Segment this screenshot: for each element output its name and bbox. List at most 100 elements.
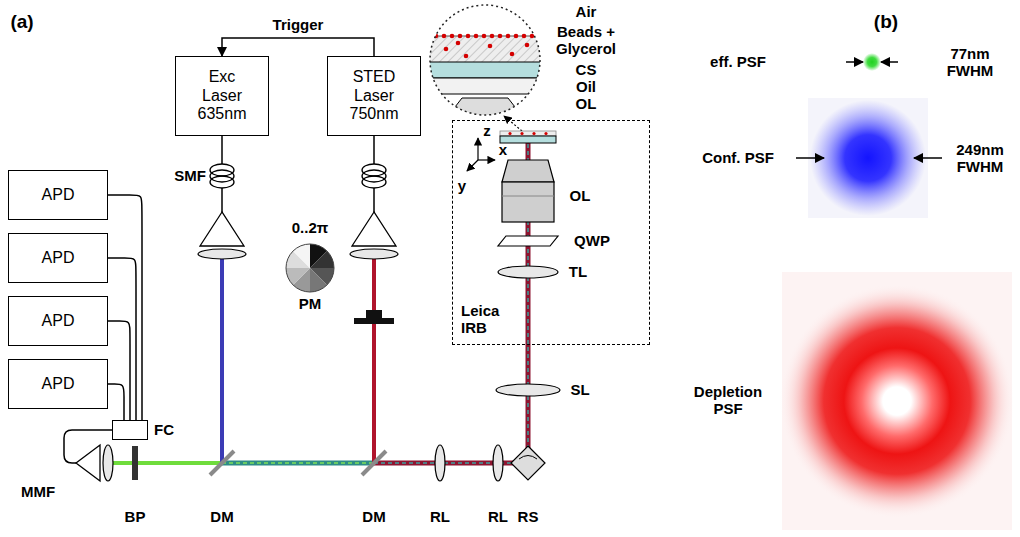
fiber-coupler: FC — [112, 420, 148, 440]
microscope-optics — [532, 132, 535, 135]
component-label: RS — [518, 509, 539, 526]
microscope-optics — [478, 159, 495, 160]
single-mode-fiber — [198, 136, 398, 259]
psf-name: eff. PSF — [710, 54, 766, 71]
sample-inset — [490, 34, 495, 39]
fiber-label: SMF — [174, 168, 206, 185]
sample-inset — [448, 98, 522, 116]
phase-range: 0..2π — [292, 220, 329, 237]
sample-inset — [464, 54, 469, 59]
psf-images — [914, 157, 942, 159]
edge-label: Trigger — [273, 17, 324, 34]
laser-beam — [110, 461, 222, 465]
detector-box: APD — [8, 233, 108, 283]
sample-inset — [514, 34, 519, 39]
psf-width: 249nm FWHM — [950, 142, 1010, 175]
layer-label: Air — [576, 4, 597, 21]
detector-box: APD — [8, 359, 108, 409]
fiber-label: MMF — [21, 484, 55, 501]
phase-mask — [293, 244, 310, 268]
psf-images — [846, 61, 863, 63]
sample-inset — [442, 34, 447, 39]
component-label: RL — [430, 509, 450, 526]
microscope-optics — [544, 132, 547, 135]
coupler-name: FC — [154, 421, 174, 438]
phase-mask — [310, 251, 334, 268]
axis-label: x — [499, 142, 507, 159]
laser-name: Exc Laser 635nm — [191, 68, 253, 123]
component-label: SL — [570, 382, 589, 399]
single-mode-fiber — [221, 188, 223, 212]
microscope-optics — [500, 131, 556, 136]
psf-images — [863, 53, 881, 71]
psf-images — [881, 61, 898, 63]
component-label: BP — [125, 509, 146, 526]
microscope-name: Leica IRB — [461, 302, 511, 337]
axis-label: z — [483, 123, 491, 140]
sample-inset — [425, 78, 545, 94]
psf-width: 77nm FWHM — [942, 46, 998, 79]
sample-inset — [425, 0, 545, 120]
component-label: DM — [210, 509, 233, 526]
sample-inset — [522, 34, 527, 39]
detector-name: APD — [42, 186, 75, 204]
panel-letter: (a) — [10, 12, 33, 33]
microscope-optics — [467, 131, 560, 396]
detector-name: APD — [42, 312, 75, 330]
microscope-optics — [502, 182, 554, 222]
single-mode-fiber — [373, 188, 375, 212]
microscope-optics — [520, 132, 523, 135]
laser-beam — [374, 461, 528, 466]
sample-inset — [425, 0, 545, 120]
laser-name: STED Laser 750nm — [343, 68, 405, 123]
microscope-optics — [496, 384, 560, 396]
fiber-line — [108, 195, 142, 420]
component-label: TL — [569, 264, 587, 281]
phase-mask — [354, 318, 394, 324]
layer-label: Oil — [576, 79, 596, 96]
psf-images — [808, 98, 928, 218]
sample-inset — [458, 34, 463, 39]
microscope-optics — [498, 236, 558, 246]
sample-inset — [474, 34, 479, 39]
single-mode-fiber — [352, 212, 396, 246]
sample-inset — [498, 34, 503, 39]
layer-label: Beads + Glycerol — [549, 24, 623, 57]
microscope-optics — [500, 136, 556, 143]
phase-mask — [286, 268, 310, 285]
detection-optics — [362, 451, 386, 475]
laser-beam — [110, 143, 528, 463]
trigger-line — [222, 38, 374, 56]
phase-mask — [366, 310, 382, 318]
layer-label: CS — [576, 62, 597, 79]
phase-mask — [286, 244, 394, 324]
laser-beam — [374, 462, 528, 464]
single-mode-fiber — [198, 249, 246, 259]
psf-name: Conf. PSF — [702, 150, 774, 167]
sample-inset — [482, 34, 487, 39]
component-label: QWP — [574, 233, 610, 250]
laser-beam — [222, 462, 374, 464]
laser-beam — [372, 259, 376, 463]
fiber-line — [108, 258, 136, 420]
layer-label: OL — [576, 96, 597, 113]
single-mode-fiber — [221, 136, 223, 164]
sample-inset — [430, 5, 540, 115]
microscope-optics — [477, 138, 478, 160]
sample-inset — [425, 62, 545, 78]
detector-name: APD — [42, 375, 75, 393]
sample-inset — [510, 52, 515, 57]
laser-box: Exc Laser 635nm — [175, 56, 269, 136]
psf-images — [779, 53, 1015, 530]
sample-inset — [456, 41, 461, 46]
panel-letter: (b) — [874, 12, 898, 33]
component-label: RL — [488, 509, 508, 526]
laser-box: STED Laser 750nm — [327, 56, 421, 136]
phase-mask — [286, 244, 334, 292]
component-label: OL — [570, 188, 591, 205]
single-mode-fiber — [210, 176, 234, 188]
sample-inset — [425, 0, 545, 131]
